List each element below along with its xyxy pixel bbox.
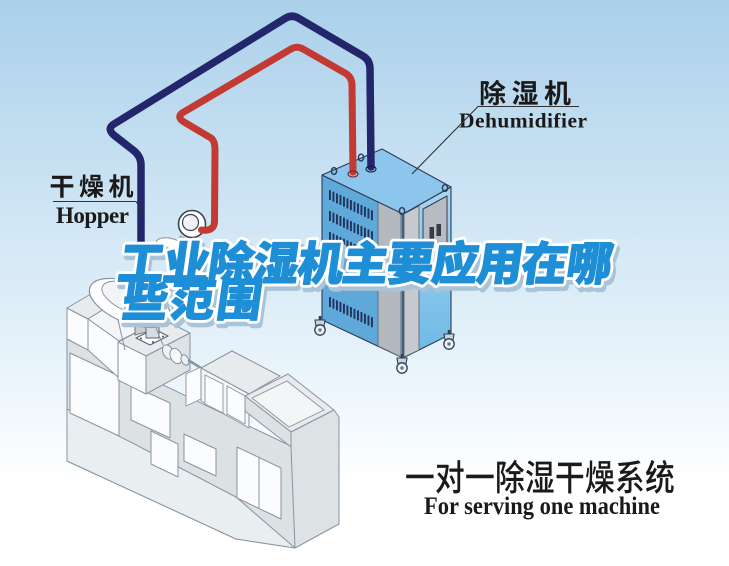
svg-text:Hopper: Hopper <box>56 203 129 228</box>
svg-text:Dehumidifier: Dehumidifier <box>459 109 587 133</box>
svg-text:For serving one machine: For serving one machine <box>424 491 660 520</box>
